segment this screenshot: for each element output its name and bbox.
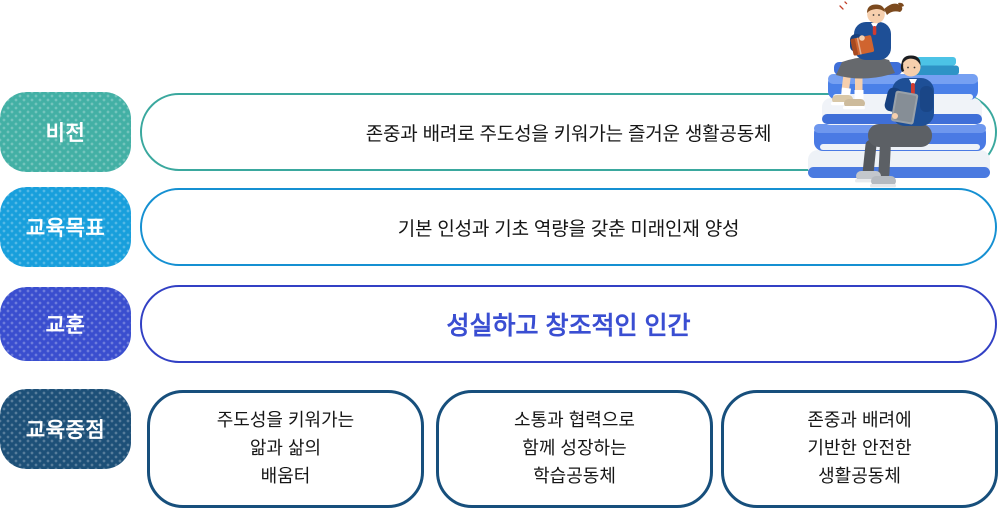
school-motto-text: 성실하고 창조적인 인간: [446, 312, 691, 340]
focus-box-3-line-2: 기반한 안전한: [807, 438, 912, 459]
focus-box-3-line-1: 존중과 배려에: [807, 410, 912, 431]
focus-box-2-line-3: 학습공동체: [533, 465, 616, 486]
focus-box-1-text: 주도성을 키워가는 앎과 삶의 배움터: [217, 407, 354, 491]
focus-box-learning-place: 주도성을 키워가는 앎과 삶의 배움터: [147, 390, 424, 508]
focus-box-learning-community: 소통과 협력으로 함께 성장하는 학습공동체: [436, 390, 713, 508]
vision-label: 비전: [0, 92, 131, 172]
focus-box-2-line-1: 소통과 협력으로: [514, 410, 635, 431]
focus-box-1-line-1: 주도성을 키워가는: [216, 410, 355, 431]
focus-box-1-line-3: 배움터: [260, 465, 311, 486]
education-goal-label: 교육목표: [0, 187, 131, 267]
education-goal-pill: 기본 인성과 기초 역량을 갖춘 미래인재 양성: [140, 188, 997, 266]
education-focus-label: 교육중점: [0, 389, 131, 469]
school-motto-pill: 성실하고 창조적인 인간: [140, 285, 997, 363]
focus-box-3-text: 존중과 배려에 기반한 안전한 생활공동체: [807, 407, 911, 491]
focus-box-1-line-2: 앎과 삶의: [249, 438, 322, 459]
vision-text: 존중과 배려로 주도성을 키워가는 즐거운 생활공동체: [365, 123, 772, 145]
sparkle-icon: [839, 1, 848, 10]
focus-box-life-community: 존중과 배려에 기반한 안전한 생활공동체: [721, 390, 998, 508]
boy-student: [855, 55, 934, 188]
education-goal-text: 기본 인성과 기초 역량을 갖춘 미래인재 양성: [397, 218, 740, 240]
focus-box-2-text: 소통과 협력으로 함께 성장하는 학습공동체: [514, 407, 635, 491]
school-motto-label: 교훈: [0, 287, 131, 361]
students-on-books-illustration: [808, 1, 990, 188]
focus-box-2-line-2: 함께 성장하는: [522, 438, 627, 459]
focus-box-3-line-3: 생활공동체: [818, 465, 901, 486]
girl-student: [831, 2, 904, 110]
